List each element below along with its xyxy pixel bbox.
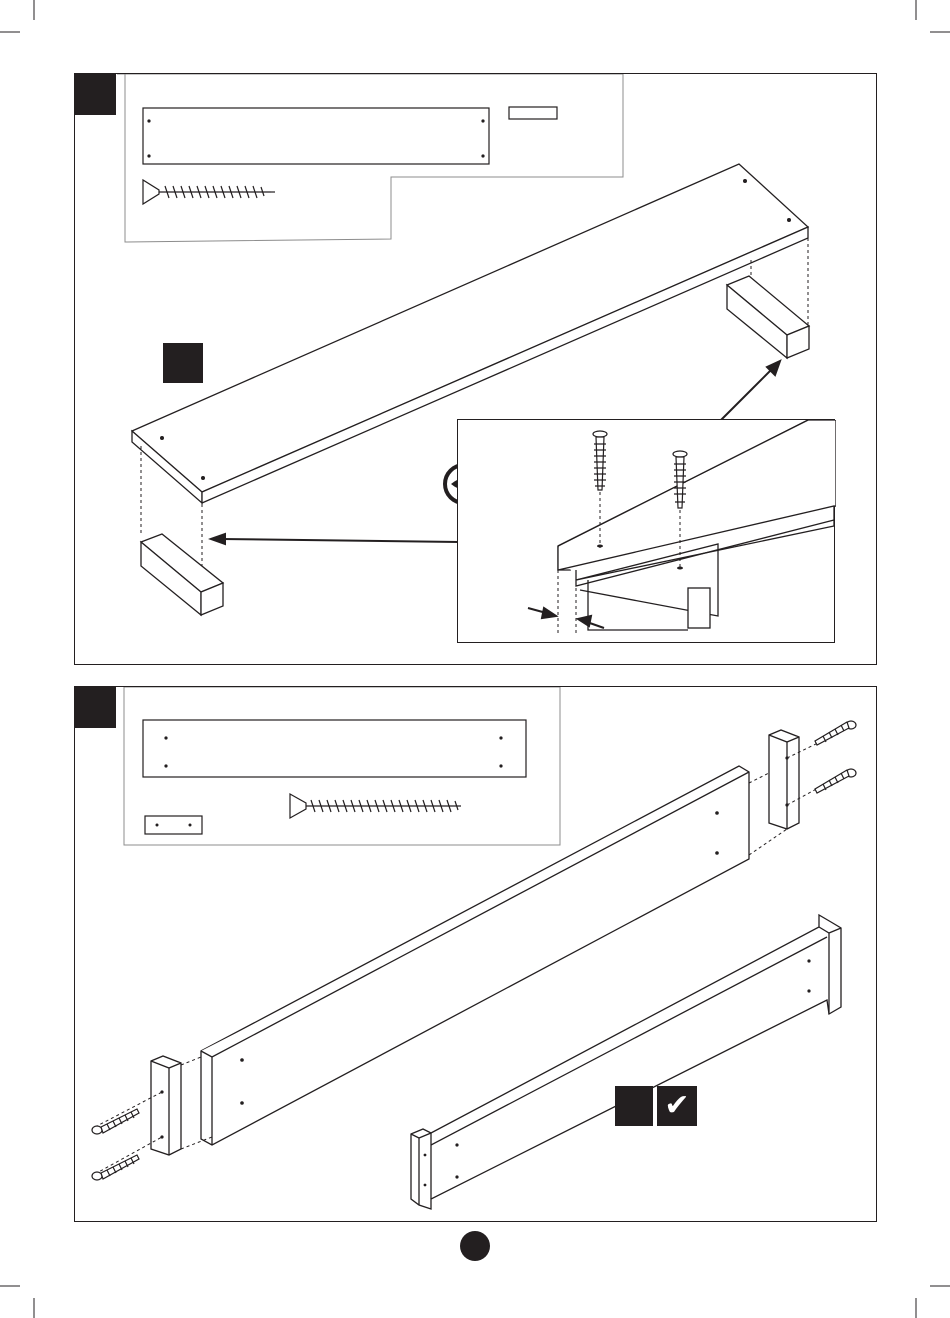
detail-inset [457,419,835,643]
step-1-badge [74,73,116,115]
step-1-frame [74,73,877,665]
page-number-badge [460,1231,490,1261]
left-block [141,534,223,615]
small-bar-part [509,107,557,119]
step-2-illustration [75,687,878,1223]
step-2-frame: ✔ [74,686,877,1222]
wood-screw-part [143,180,275,204]
right-end-block [769,730,799,829]
detail-illustration [458,420,836,644]
panel-part [143,108,489,164]
completion-square-badge [615,1086,653,1126]
check-icon: ✔ [657,1086,697,1126]
right-block [727,276,809,358]
part-label-badge [163,343,203,383]
small-block-part [145,816,202,834]
left-end-block [151,1056,181,1155]
long-wood-screw-part [290,794,461,818]
long-panel-part [143,720,526,777]
step-2-badge [74,686,116,728]
